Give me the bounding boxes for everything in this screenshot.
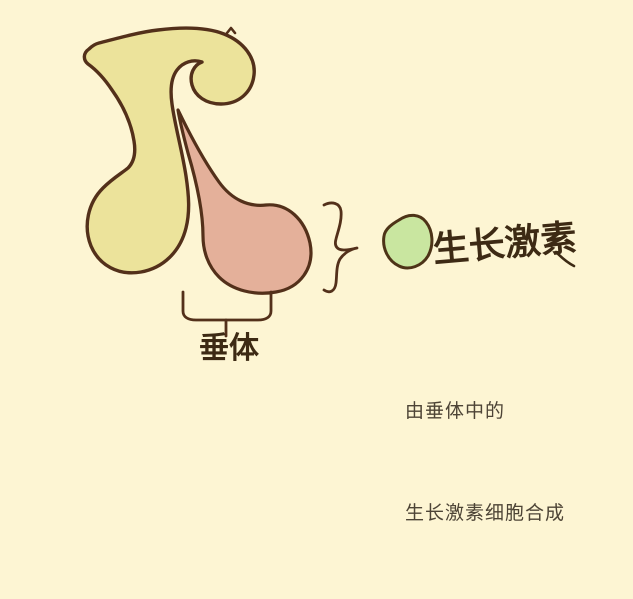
caption-line-1: 由垂体中的 xyxy=(405,401,506,422)
pituitary-label: 垂体 xyxy=(199,332,260,365)
pituitary-diagram: 生长激素 垂体 xyxy=(82,26,579,365)
caption-block: 由垂体中的 生长激素细胞合成 xyxy=(405,327,565,599)
posterior-lobe-shape xyxy=(176,108,313,295)
growth-hormone-cell xyxy=(382,213,434,270)
curly-brace xyxy=(322,201,359,294)
diagram-canvas: 生长激素 垂体 由垂体中的 生长激素细胞合成 xyxy=(82,26,579,524)
anterior-lobe-shape xyxy=(82,26,256,275)
growth-hormone-label-flourish xyxy=(554,250,576,268)
caption-line-2: 生长激素细胞合成 xyxy=(405,503,566,524)
stalk-notch xyxy=(225,26,237,35)
